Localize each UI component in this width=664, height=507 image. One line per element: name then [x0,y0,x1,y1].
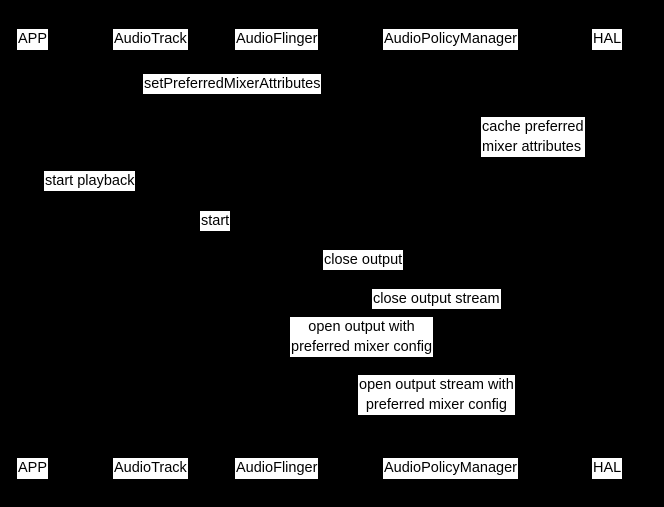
message-start: start [200,211,231,231]
message-line: start playback [45,173,135,189]
participant-header-audiopolicymanager: AudioPolicyManager [383,29,518,50]
message-line: open output with [308,319,415,335]
participant-label: AudioTrack [114,31,187,47]
message-line: preferred mixer config [365,397,507,413]
message-line: cache preferred [482,119,584,135]
message-line: close output stream [373,291,500,307]
message-line: mixer attributes [482,139,582,155]
participant-footer-audiotrack: AudioTrack [113,458,188,479]
participant-header-app: APP [17,29,49,50]
participant-footer-app: APP [17,458,49,479]
message-start-playback: start playback [44,171,136,191]
message-cache-preferred-mixer-attributes: cache preferred mixer attributes [481,117,585,157]
participant-label: APP [18,31,48,47]
message-set-preferred-mixer-attributes: setPreferredMixerAttributes [143,74,322,94]
message-line: setPreferredMixerAttributes [144,76,321,92]
participant-label: AudioFlinger [236,31,318,47]
lifeline-audiopolicymanager [457,52,458,452]
participant-label: AudioPolicyManager [384,460,517,476]
participant-label: AudioFlinger [236,460,318,476]
lifeline-audiotrack [155,52,156,452]
participant-label: AudioTrack [114,460,187,476]
lifeline-audioflinger [281,52,282,452]
message-line: close output [324,252,403,268]
message-line: open output stream with [359,377,514,393]
participant-label: APP [18,460,48,476]
participant-label: AudioPolicyManager [384,31,517,47]
message-close-output: close output [323,250,404,270]
message-open-output-with-preferred-mixer-config: open output with preferred mixer config [290,317,434,357]
participant-header-audiotrack: AudioTrack [113,29,188,50]
participant-label: HAL [593,31,622,47]
participant-footer-hal: HAL [592,458,623,479]
participant-label: HAL [593,460,622,476]
message-line: preferred mixer config [291,339,433,355]
participant-footer-audioflinger: AudioFlinger [235,458,319,479]
lifeline-hal [609,52,610,452]
message-close-output-stream: close output stream [372,289,501,309]
message-open-output-stream-with-preferred-mixer-config: open output stream with preferred mixer … [358,375,515,415]
participant-header-hal: HAL [592,29,623,50]
participant-footer-audiopolicymanager: AudioPolicyManager [383,458,518,479]
participant-header-audioflinger: AudioFlinger [235,29,319,50]
message-line: start [201,213,230,229]
lifeline-app [35,52,36,452]
